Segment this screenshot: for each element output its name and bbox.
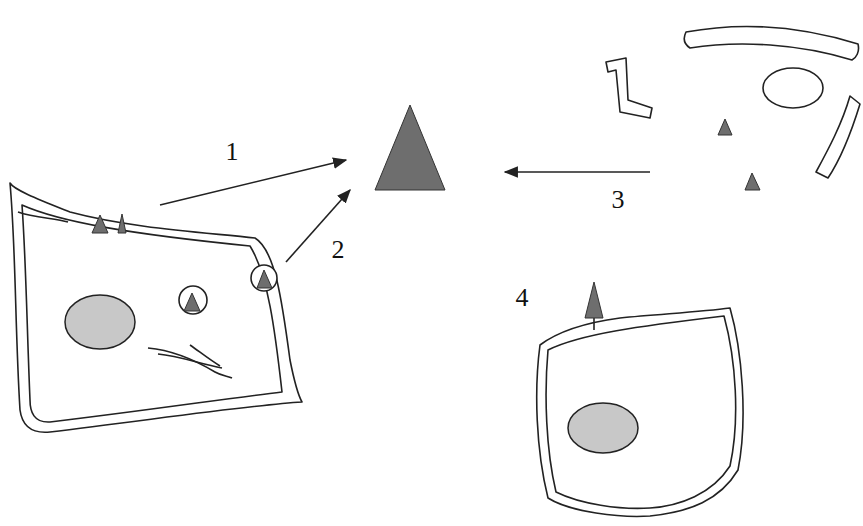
antigen — [118, 214, 126, 233]
receptor — [593, 318, 595, 330]
membrane-fold — [18, 212, 68, 222]
cell-fragment — [763, 68, 823, 108]
antigen — [257, 270, 272, 288]
vesicle — [179, 286, 207, 314]
antigen — [375, 105, 445, 190]
callout-number: 4 — [516, 285, 529, 311]
callout-number: 3 — [612, 187, 625, 213]
cell-membrane — [546, 316, 736, 508]
exosome — [251, 265, 277, 291]
antigen — [585, 282, 603, 318]
arrow — [505, 171, 650, 173]
organelle — [148, 348, 232, 378]
arrow — [160, 160, 346, 205]
cell-fragment — [816, 96, 860, 178]
antigen — [718, 119, 732, 135]
arrow — [286, 190, 350, 262]
nucleus — [65, 295, 135, 349]
organelle — [190, 345, 220, 366]
antigen — [92, 215, 108, 233]
antigen — [745, 173, 760, 190]
callout-number: 1 — [226, 139, 239, 165]
cell-membrane — [537, 308, 743, 516]
antigen — [184, 293, 200, 311]
nucleus — [568, 403, 638, 453]
cell-membrane — [22, 205, 282, 422]
cell-fragment — [684, 27, 858, 60]
cell-fragment — [606, 58, 652, 118]
callout-number: 2 — [332, 237, 345, 263]
cell-membrane — [10, 183, 302, 432]
